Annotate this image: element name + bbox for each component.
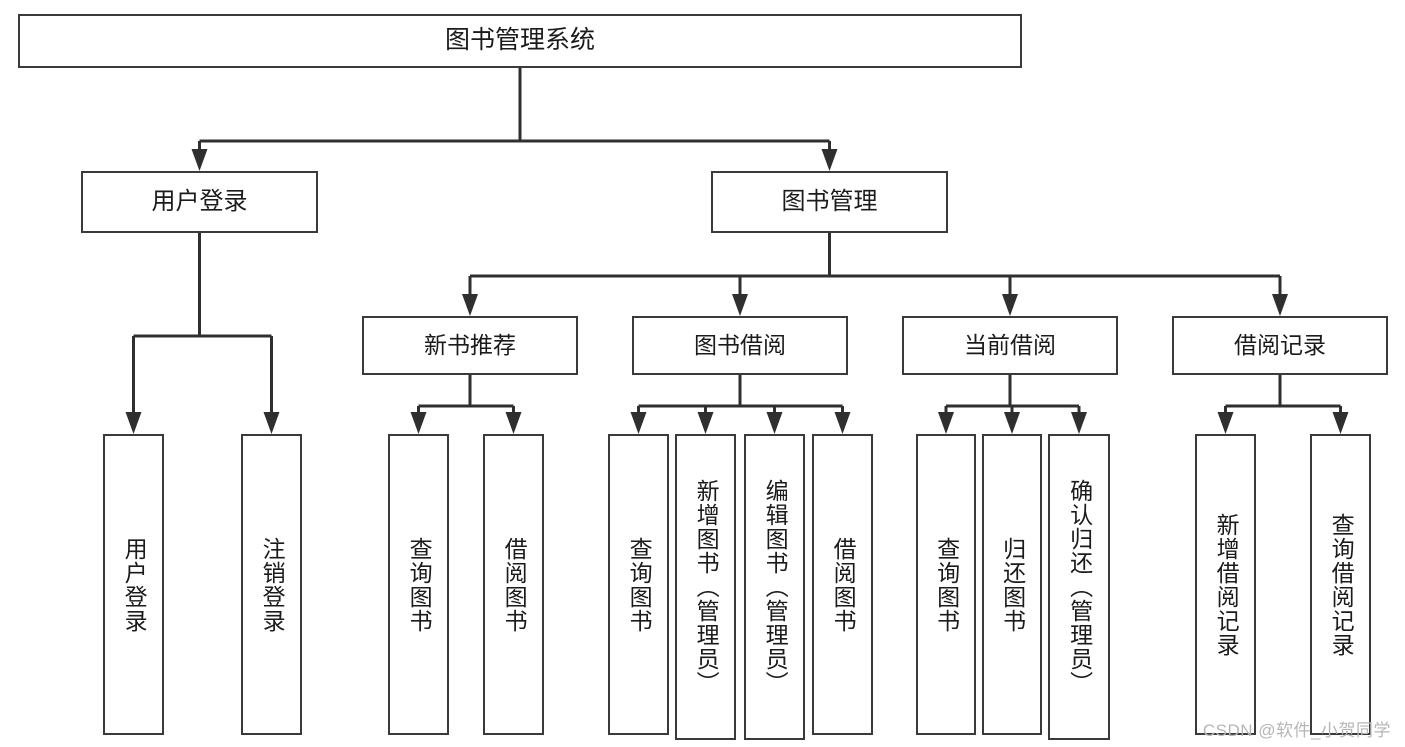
watermark-text: CSDN @软件_小贺同学 [1202, 721, 1391, 740]
leaf-borrow-book-borrow[interactable]: 借阅图书 [812, 434, 873, 735]
leaf-confirm-return-admin[interactable]: 确认归还（管理员） [1048, 434, 1110, 740]
node-root-label: 图书管理系统 [444, 26, 595, 55]
leaf-user-logout-label: 注销登录 [259, 536, 286, 633]
leaf-return-book[interactable]: 归还图书 [982, 434, 1042, 735]
leaf-user-login-label: 用户登录 [121, 536, 148, 633]
node-root[interactable]: 图书管理系统 [18, 14, 1022, 68]
leaf-query-book-current[interactable]: 查询图书 [916, 434, 976, 735]
node-new-book-recommend-label: 新书推荐 [424, 331, 516, 358]
node-book-borrow-label: 图书借阅 [694, 331, 786, 358]
node-book-manage[interactable]: 图书管理 [711, 171, 948, 233]
leaf-add-borrow-record-label: 新增借阅记录 [1213, 512, 1240, 657]
node-current-borrow-label: 当前借阅 [964, 331, 1056, 358]
leaf-add-book-admin[interactable]: 新增图书（管理员） [675, 434, 736, 740]
node-borrow-record[interactable]: 借阅记录 [1172, 316, 1388, 375]
node-book-borrow[interactable]: 图书借阅 [632, 316, 848, 375]
node-user-login[interactable]: 用户登录 [81, 171, 318, 233]
leaf-borrow-book-recommend[interactable]: 借阅图书 [483, 434, 544, 735]
leaf-query-book-current-label: 查询图书 [933, 536, 960, 633]
node-borrow-record-label: 借阅记录 [1234, 331, 1326, 358]
node-new-book-recommend[interactable]: 新书推荐 [362, 316, 578, 375]
leaf-borrow-book-borrow-label: 借阅图书 [830, 536, 857, 633]
leaf-query-book-borrow-label: 查询图书 [626, 536, 653, 633]
node-current-borrow[interactable]: 当前借阅 [902, 316, 1118, 375]
node-book-manage-label: 图书管理 [781, 187, 878, 215]
leaf-query-book-borrow[interactable]: 查询图书 [608, 434, 669, 735]
leaf-user-logout[interactable]: 注销登录 [241, 434, 302, 735]
leaf-borrow-book-recommend-label: 借阅图书 [501, 536, 528, 633]
leaf-add-book-admin-label: 新增图书（管理员） [693, 479, 720, 695]
leaf-confirm-return-admin-label: 确认归还（管理员） [1066, 479, 1093, 695]
leaf-query-borrow-record-label: 查询借阅记录 [1328, 512, 1355, 657]
leaf-query-book-recommend[interactable]: 查询图书 [388, 434, 449, 735]
leaf-query-borrow-record[interactable]: 查询借阅记录 [1310, 434, 1371, 735]
leaf-user-login[interactable]: 用户登录 [103, 434, 164, 735]
leaf-add-borrow-record[interactable]: 新增借阅记录 [1195, 434, 1256, 735]
leaf-query-book-recommend-label: 查询图书 [406, 536, 433, 633]
leaf-edit-book-admin[interactable]: 编辑图书（管理员） [744, 434, 805, 740]
node-user-login-label: 用户登录 [151, 187, 248, 215]
leaf-return-book-label: 归还图书 [999, 536, 1026, 633]
leaf-edit-book-admin-label: 编辑图书（管理员） [762, 479, 789, 695]
